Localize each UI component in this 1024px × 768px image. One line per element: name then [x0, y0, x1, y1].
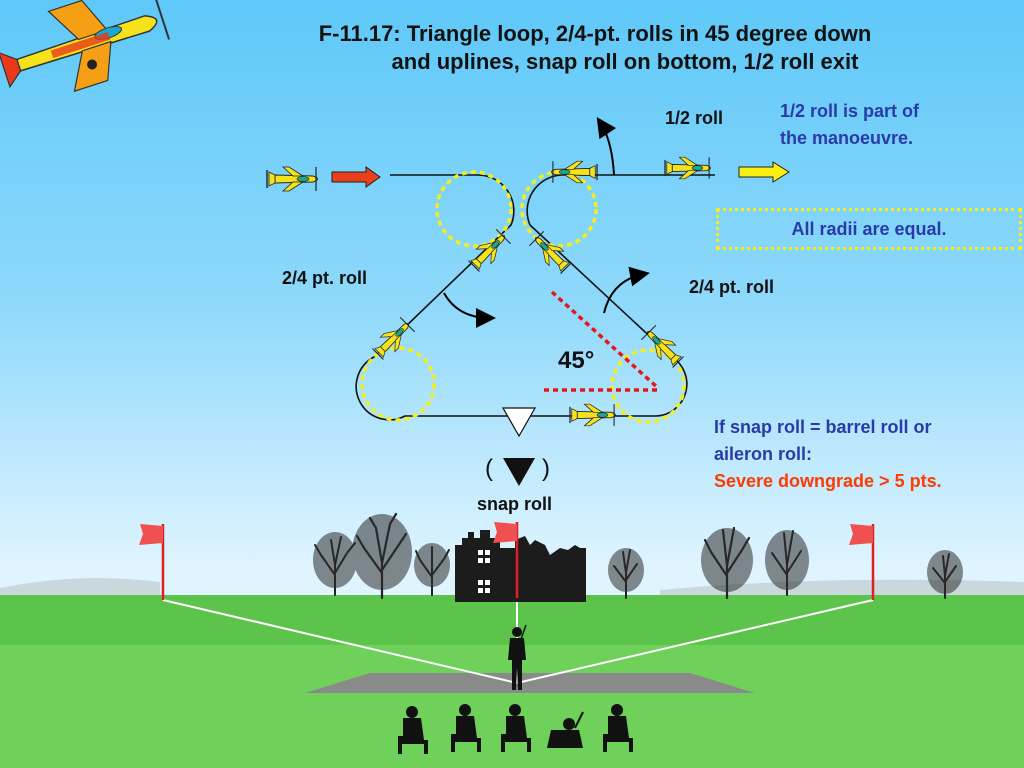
plane-bottom: [569, 403, 617, 427]
radii-note-box: All radii are equal.: [716, 208, 1022, 250]
snap-paren-close: ): [542, 455, 550, 482]
flag-right: [849, 524, 875, 600]
angle-label: 45°: [558, 347, 595, 374]
exit-arrow: [738, 161, 790, 183]
angle-marker: [544, 290, 660, 392]
snap-roll-triangle-outline: [501, 407, 537, 438]
snap-note-line-3: Severe downgrade > 5 pts.: [714, 471, 942, 491]
snap-note-line-2: aileron roll:: [714, 444, 813, 464]
castle-ruin: [455, 530, 586, 602]
half-roll-label: 1/2 roll: [665, 108, 724, 128]
right-roll-arrow: [603, 266, 650, 314]
flag-left: [139, 524, 165, 600]
half-roll-note-line-2: the manoeuvre.: [780, 128, 914, 148]
radius-circle-bottom-right: [610, 348, 686, 424]
snap-note-line-1: If snap roll = barrel roll or: [714, 417, 932, 437]
radius-circle-top-left: [435, 170, 513, 248]
logo-airplane: [0, 0, 171, 93]
radius-circle-bottom-left: [360, 346, 436, 422]
snap-roll-note: If snap roll = barrel roll or aileron ro…: [714, 414, 942, 495]
runway: [305, 673, 755, 693]
roll-arrows: [443, 117, 650, 328]
radius-circles: [360, 170, 686, 424]
radii-note: All radii are equal.: [791, 218, 947, 239]
sightline-right: [516, 599, 874, 684]
half-roll-arrow: [596, 117, 617, 176]
judges: [398, 704, 633, 754]
left-roll-label: 2/4 pt. roll: [282, 268, 368, 288]
snap-roll-triangle-filled: [503, 458, 535, 486]
title-line-1: F-11.17: Triangle loop, 2/4-pt. rolls in…: [318, 21, 872, 46]
tree-crowns: [313, 514, 963, 594]
flight-path: [355, 174, 715, 421]
half-roll-note-line-1: 1/2 roll is part of: [780, 101, 920, 121]
plane-top-left: [466, 227, 513, 274]
entry-arrow: [331, 166, 381, 188]
plane-top-centre: [550, 160, 598, 184]
half-roll-note: 1/2 roll is part of the manoeuvre.: [780, 98, 919, 152]
page-title: F-11.17: Triangle loop, 2/4-pt. rolls in…: [200, 20, 990, 76]
right-roll-label: 2/4 pt. roll: [689, 277, 775, 297]
sightline-left: [162, 599, 518, 684]
plane-entry: [266, 166, 319, 192]
grass-far: [0, 595, 1024, 645]
snap-roll-label: snap roll: [477, 494, 553, 514]
title-line-2: and uplines, snap roll on bottom, 1/2 ro…: [391, 49, 859, 74]
left-roll-arrow: [443, 292, 496, 328]
radius-circle-top-right: [520, 170, 598, 248]
pilot-figure: [508, 624, 527, 690]
snap-paren-open: (: [485, 455, 493, 482]
distant-hills: [0, 578, 1024, 600]
flag-center: [493, 522, 519, 598]
